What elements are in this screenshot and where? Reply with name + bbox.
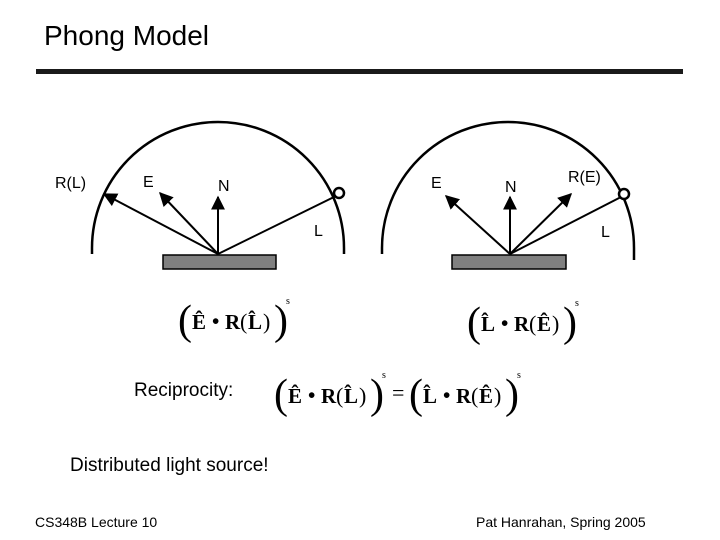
svg-text:): ) [274,298,288,344]
slide-title: Phong Model [44,20,210,51]
svg-text:R: R [514,312,530,336]
left-light-ray-l [217,195,337,255]
svg-text:Ê: Ê [479,384,493,408]
svg-text:•: • [501,311,508,335]
svg-text:): ) [370,372,384,418]
svg-text:s: s [382,370,386,381]
svg-text:): ) [563,300,577,346]
svg-text:L̂: L̂ [248,310,262,334]
reciprocity-equation: ( Ê • R ( L̂ ) ) s = ( L̂ • R ( Ê ) ) s [274,370,521,418]
svg-text:L̂: L̂ [423,384,437,408]
right-label-l: L [601,224,610,241]
svg-text:(: ( [274,372,288,418]
formula-right: ( L̂ • R ( Ê ) ) s [467,298,579,346]
footer-course: CS348B Lecture 10 [35,514,158,530]
svg-text:R: R [225,310,241,334]
left-light-source [332,186,346,200]
svg-text:): ) [263,309,270,334]
svg-text:(: ( [336,383,343,408]
formula-left: ( Ê • R ( L̂ ) ) s [178,296,290,344]
svg-text:R: R [456,384,472,408]
right-arrow-re [509,193,572,255]
left-label-l: L [314,223,323,240]
left-label-rl: R(L) [55,175,86,192]
svg-text:•: • [212,309,219,333]
title-rule [36,69,683,74]
svg-text:Ê: Ê [288,384,302,408]
svg-text:(: ( [240,309,247,334]
formula-right-v1: L̂ [481,312,495,336]
left-label-e: E [143,174,154,191]
svg-text:Ê: Ê [537,312,551,336]
left-hemisphere-diagram: R(L) E N L [55,120,346,270]
right-hemisphere-diagram: E N R(E) L [380,120,636,270]
svg-text:L̂: L̂ [344,384,358,408]
svg-text:•: • [308,383,315,407]
svg-text:): ) [505,372,519,418]
svg-text:(: ( [467,300,481,346]
left-arrow-rl [102,193,219,255]
svg-text:•: • [443,383,450,407]
svg-text:): ) [494,383,501,408]
left-arrow-e [159,191,219,255]
svg-text:(: ( [178,298,192,344]
left-label-n: N [218,178,230,195]
right-light-source [617,187,631,201]
right-label-n: N [505,179,517,196]
right-label-re: R(E) [568,169,601,186]
svg-text:): ) [552,311,559,336]
right-surface [451,254,567,270]
svg-text:s: s [517,370,521,381]
svg-text:s: s [575,298,579,309]
right-label-e: E [431,175,442,192]
svg-text:(: ( [529,311,536,336]
svg-text:R: R [321,384,337,408]
svg-text:(: ( [471,383,478,408]
svg-text:): ) [359,383,366,408]
equals-sign: = [392,380,404,405]
svg-text:(: ( [409,372,423,418]
formula-left-v1: Ê [192,310,206,334]
right-light-ray-l [509,196,622,255]
right-arrow-e [444,195,511,255]
reciprocity-label: Reciprocity: [134,380,234,401]
left-surface [162,254,277,270]
svg-text:s: s [286,296,290,307]
distributed-light-label: Distributed light source! [70,455,269,476]
footer-author: Pat Hanrahan, Spring 2005 [476,514,646,530]
